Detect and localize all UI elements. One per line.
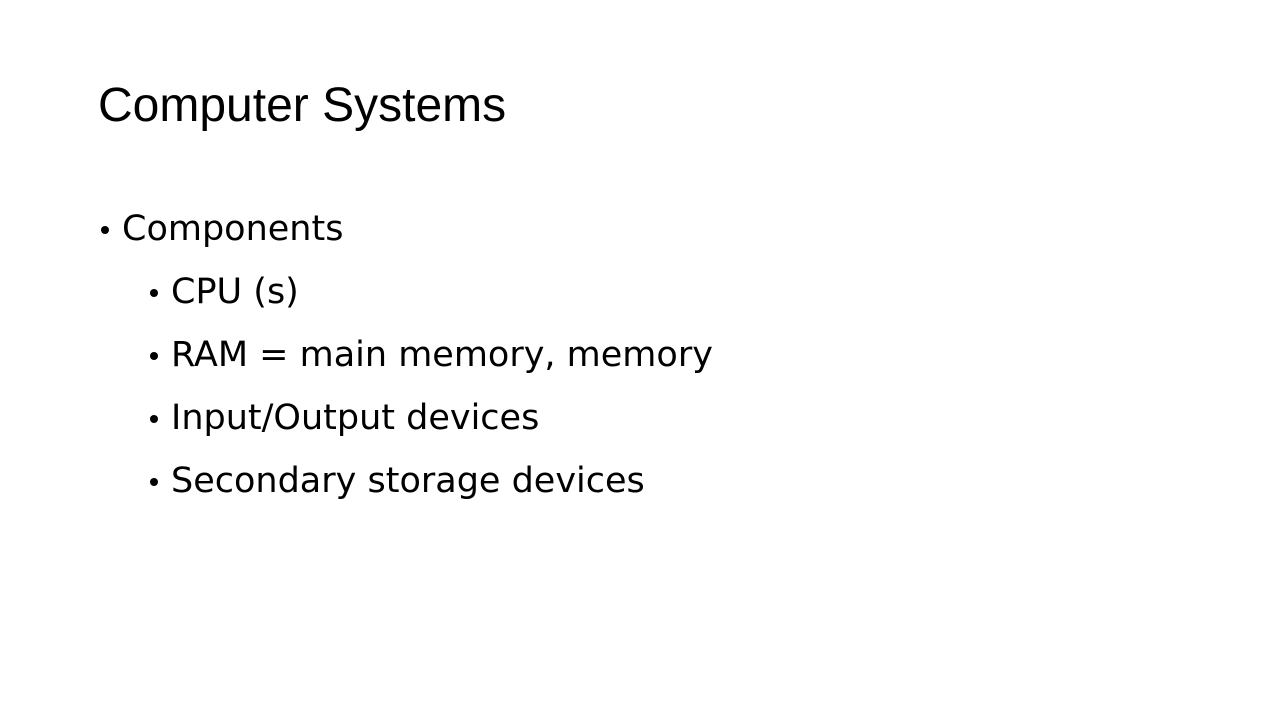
bullet-item-ram: RAM = main memory, memory (100, 324, 713, 387)
bullet-item-components: Components (100, 198, 713, 261)
bullet-icon (101, 226, 109, 234)
bullet-text: CPU (s) (171, 272, 299, 312)
bullet-list: Components CPU (s) RAM = main memory, me… (100, 198, 713, 513)
bullet-text: Components (122, 209, 344, 249)
bullet-item-cpu: CPU (s) (100, 261, 713, 324)
bullet-icon (150, 352, 158, 360)
bullet-icon (150, 289, 158, 297)
bullet-item-secondary-storage: Secondary storage devices (100, 450, 713, 513)
bullet-icon (150, 478, 158, 486)
bullet-icon (150, 415, 158, 423)
slide-title: Computer Systems (98, 79, 507, 132)
bullet-text: Secondary storage devices (171, 461, 645, 501)
bullet-item-io-devices: Input/Output devices (100, 387, 713, 450)
bullet-text: RAM = main memory, memory (171, 335, 713, 375)
bullet-text: Input/Output devices (171, 398, 540, 438)
